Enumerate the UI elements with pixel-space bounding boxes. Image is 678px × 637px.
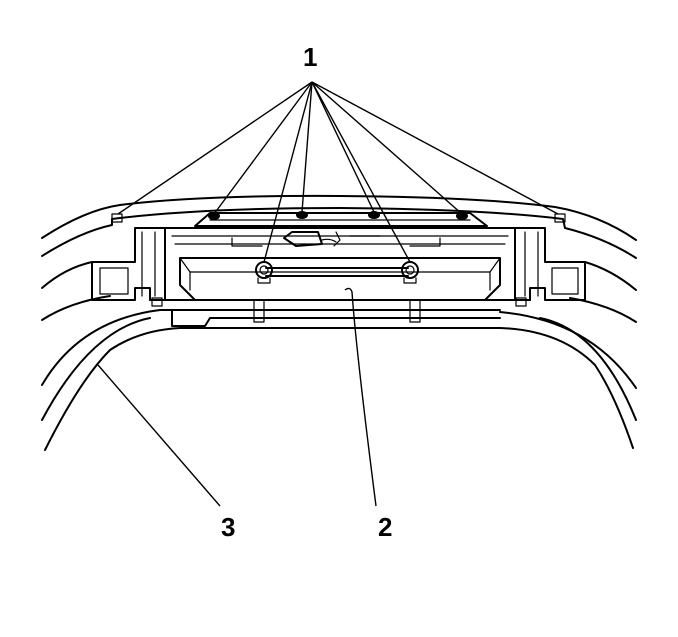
electrical-connector bbox=[283, 231, 341, 247]
leader-line-2 bbox=[344, 287, 377, 507]
retaining-clips bbox=[111, 211, 566, 223]
left-side-bracket bbox=[91, 227, 166, 301]
clip-1 bbox=[208, 212, 220, 220]
clip-left-outer bbox=[111, 213, 123, 223]
callout-3: 3 bbox=[221, 512, 235, 542]
clip-3 bbox=[368, 211, 380, 219]
clip-right-outer bbox=[554, 213, 566, 223]
clip-2 bbox=[296, 211, 308, 219]
leader-line-3 bbox=[97, 364, 221, 507]
callout-2: 2 bbox=[378, 512, 392, 542]
headliner-opening bbox=[41, 317, 637, 451]
leader-lines-1 bbox=[117, 81, 559, 263]
roof-contour-lines bbox=[41, 194, 637, 389]
right-side-bracket bbox=[514, 227, 586, 301]
clip-4 bbox=[456, 212, 468, 220]
callout-1: 1 bbox=[303, 42, 317, 72]
console-housing bbox=[149, 212, 531, 327]
